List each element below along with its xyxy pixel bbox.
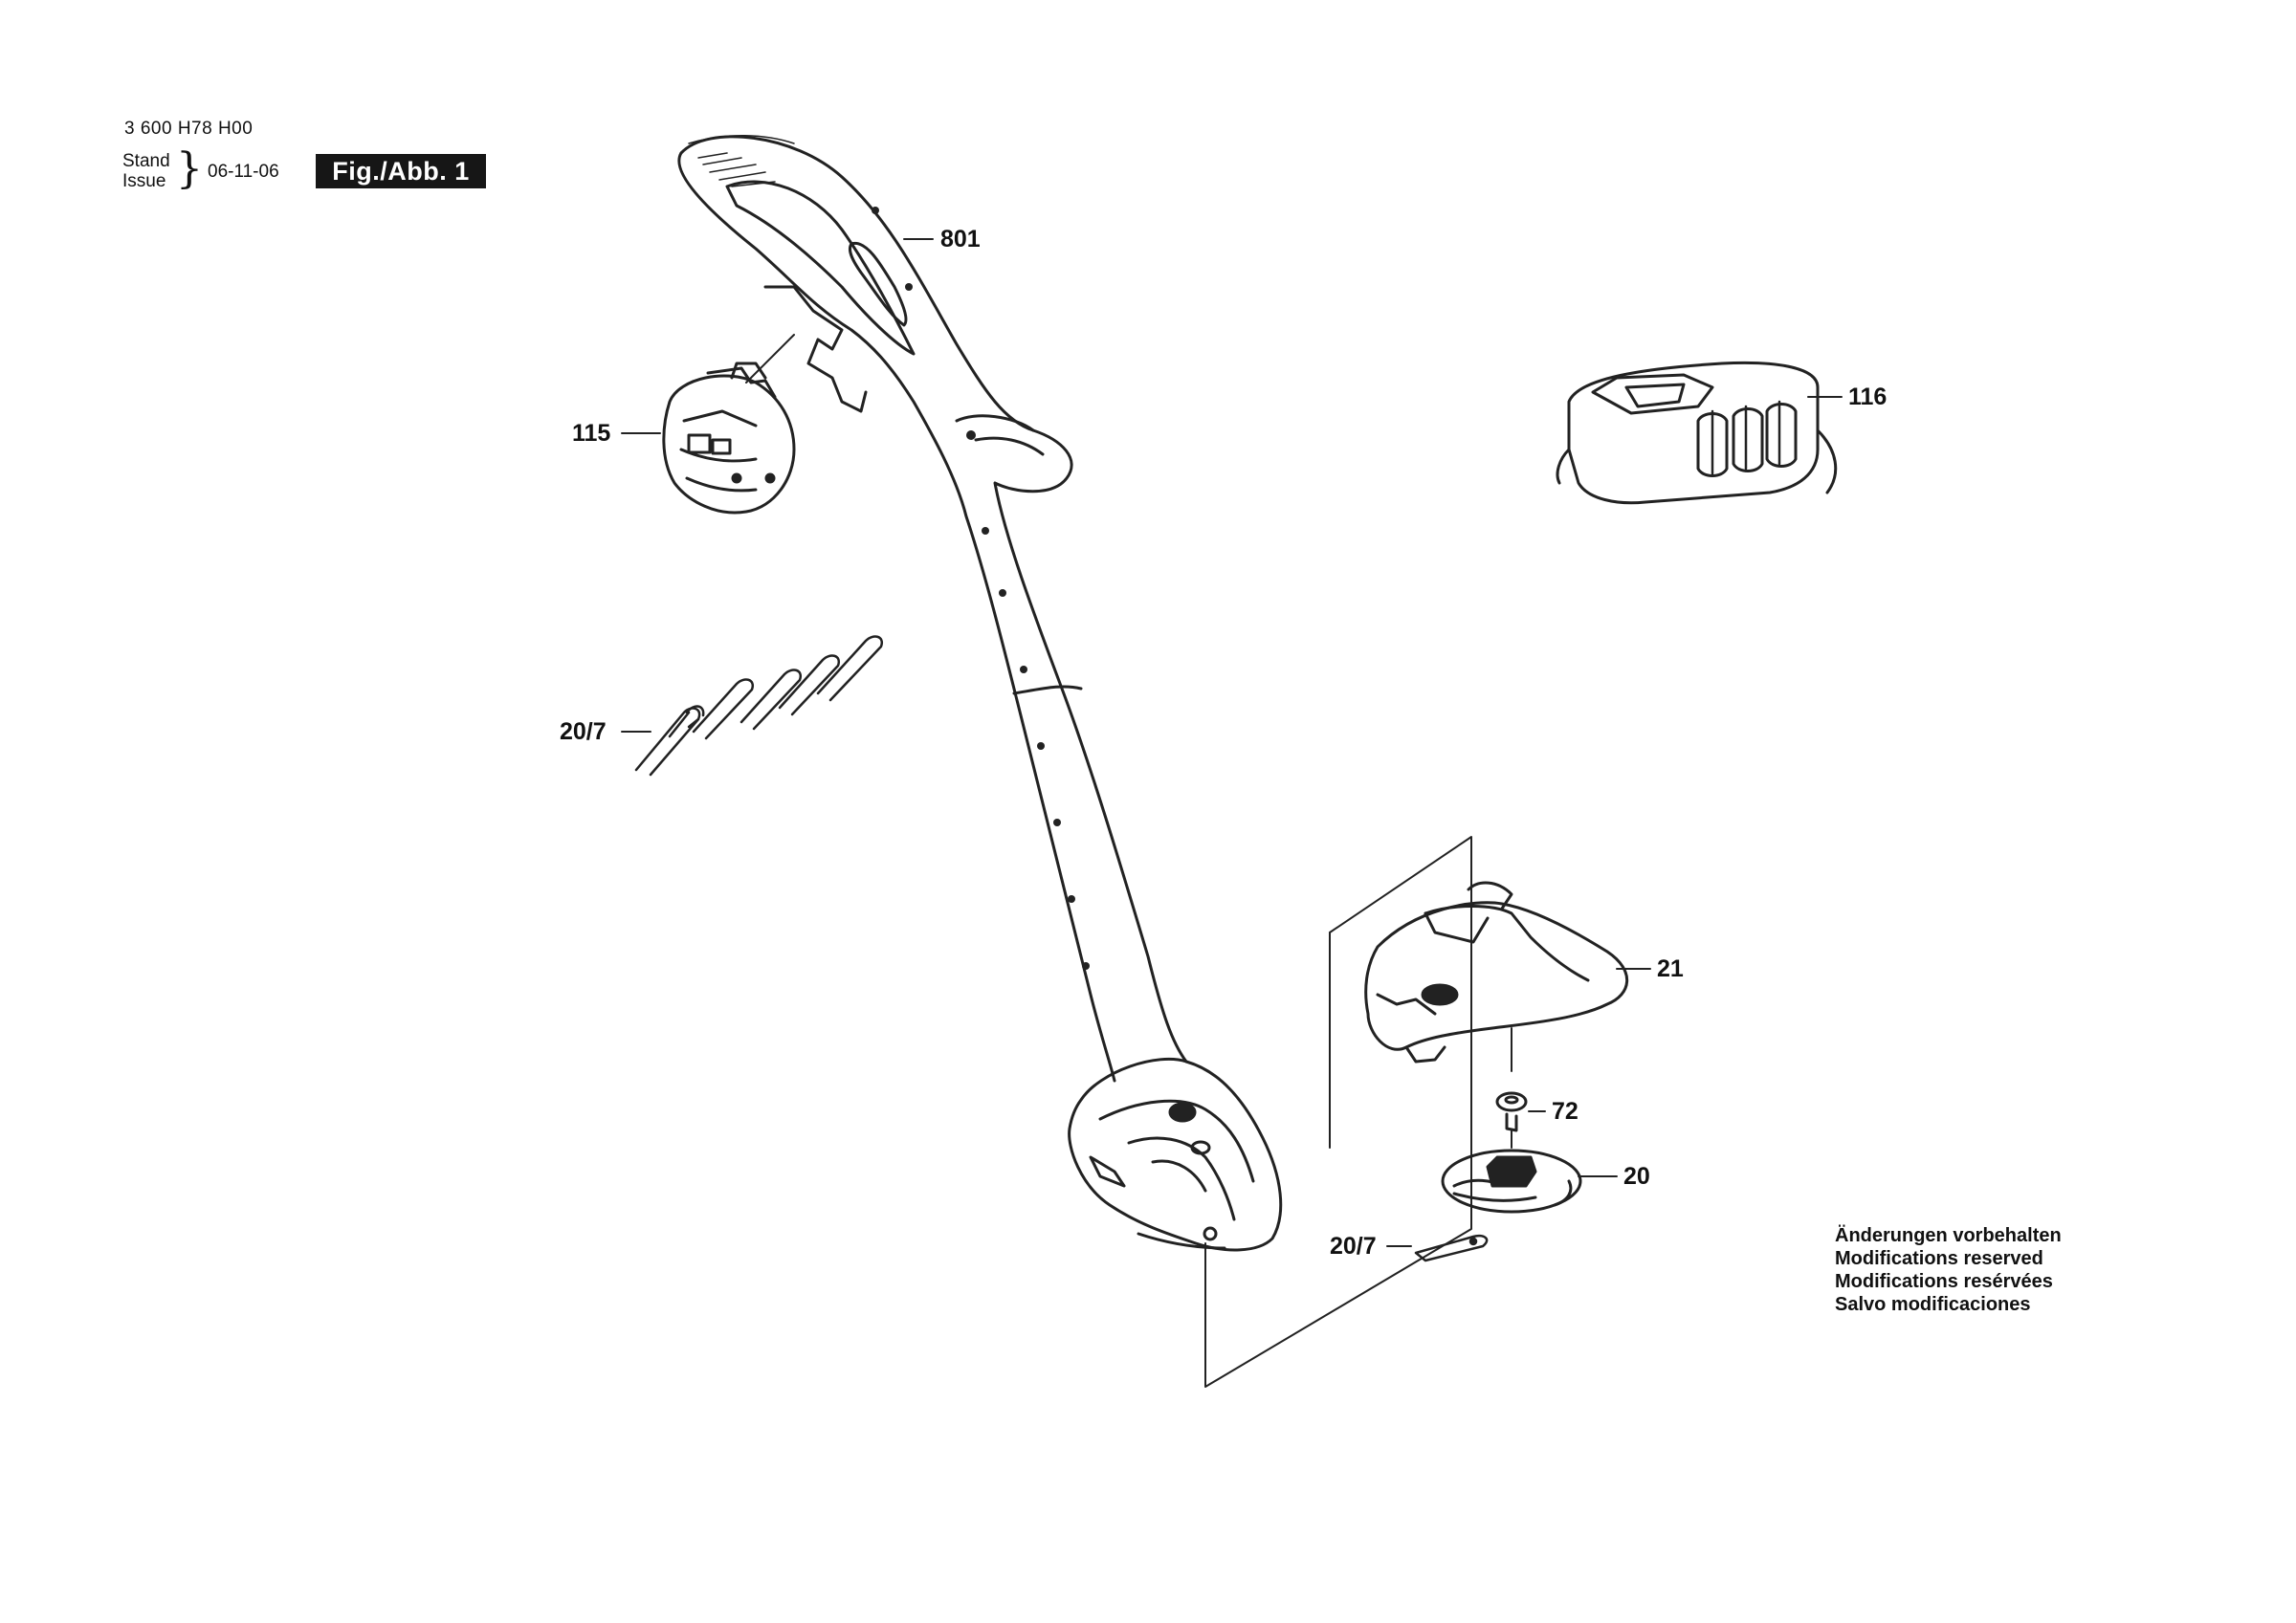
- washer-part: [1495, 1091, 1528, 1149]
- single-blade: [1414, 1234, 1489, 1262]
- note-english: Modifications reserved: [1835, 1248, 2043, 1269]
- callout-116: 116: [1848, 384, 1888, 410]
- blade-set: [634, 635, 884, 777]
- note-german: Änderungen vorbehalten: [1835, 1225, 2062, 1246]
- note-french: Modifications resérvées: [1835, 1271, 2053, 1292]
- blade-disc: [1441, 1149, 1582, 1214]
- note-spanish: Salvo modificaciones: [1835, 1294, 2031, 1315]
- stand-label: Stand: [122, 151, 170, 171]
- callout-72: 72: [1552, 1098, 1578, 1125]
- callout-20-7-blades: 20/7: [560, 718, 607, 745]
- document-number: 3 600 H78 H00: [124, 119, 254, 139]
- callout-801: 801: [940, 226, 981, 252]
- callout-20-7-single: 20/7: [1330, 1233, 1377, 1260]
- stand-issue-labels: Stand Issue: [122, 151, 170, 191]
- leader-lines: [621, 238, 1843, 1247]
- guard-assembly: [1204, 836, 1629, 1388]
- brace-icon: }: [176, 144, 203, 193]
- figure-badge: Fig./Abb. 1: [316, 154, 486, 188]
- issue-label: Issue: [122, 171, 166, 191]
- trimmer-housing: [677, 135, 1283, 1252]
- callout-20: 20: [1623, 1163, 1650, 1190]
- issue-date: 06-11-06: [208, 162, 279, 182]
- callout-21: 21: [1657, 955, 1684, 982]
- modifications-notice: Änderungen vorbehalten Modifications res…: [1835, 1224, 2062, 1316]
- battery-pack: [662, 334, 796, 515]
- charger-base: [1556, 361, 1838, 505]
- callout-115: 115: [572, 420, 611, 447]
